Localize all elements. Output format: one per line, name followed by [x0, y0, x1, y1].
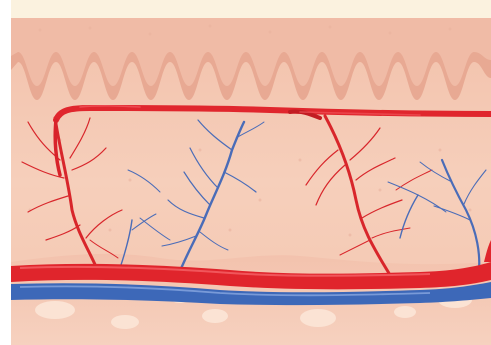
fat-cell [394, 306, 416, 318]
fat-cell [300, 309, 336, 327]
epidermis-layer [11, 0, 491, 20]
fat-cell [202, 309, 228, 323]
fat-cell [111, 315, 139, 329]
fat-cell [35, 301, 75, 319]
